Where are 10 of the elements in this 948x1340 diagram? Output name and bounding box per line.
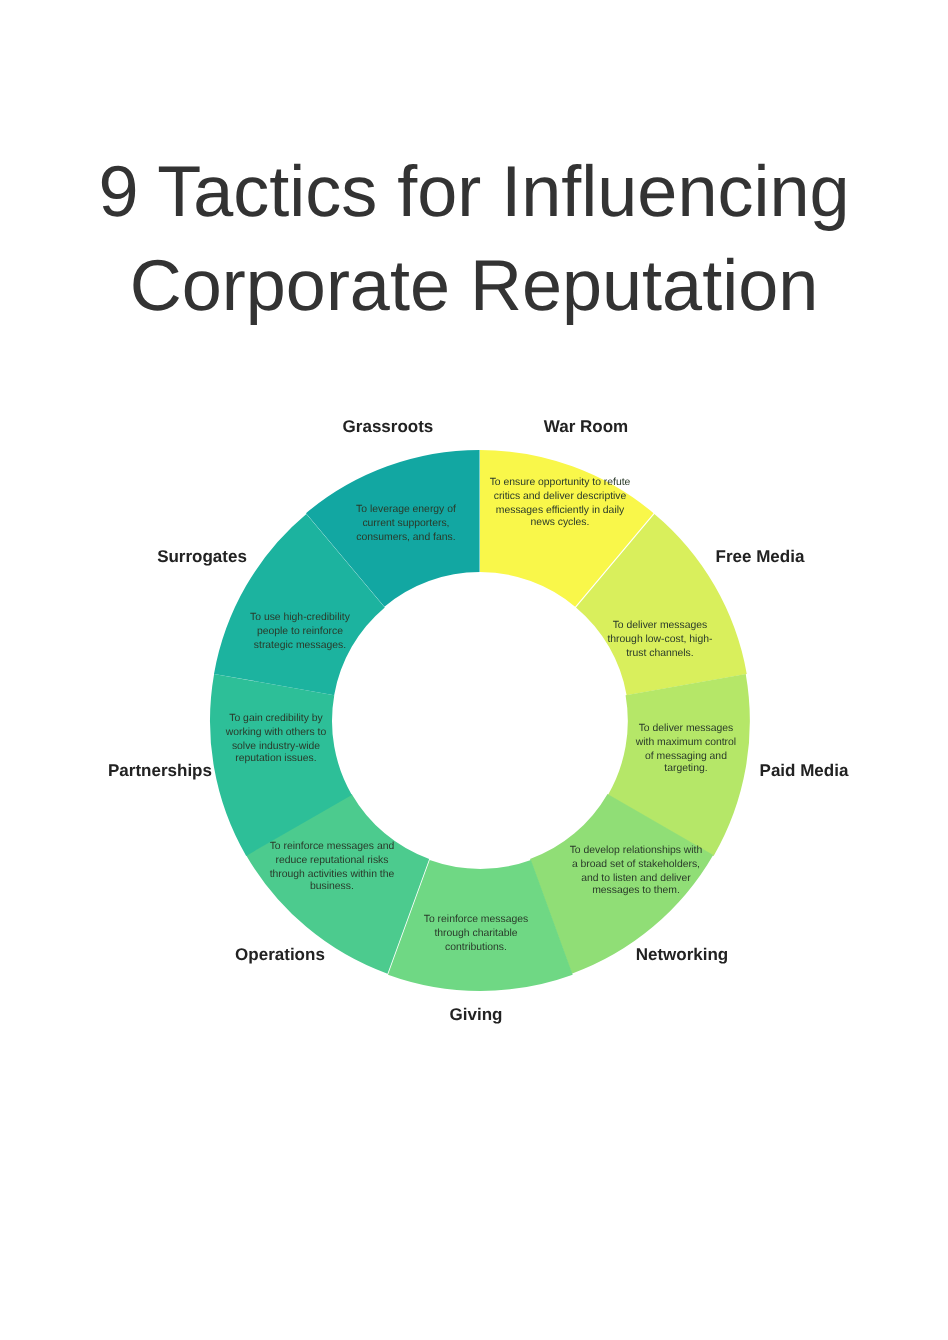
segment-label: Partnerships	[108, 759, 212, 780]
segment-label: Networking	[635, 944, 729, 964]
segment-label: Giving	[449, 1003, 503, 1024]
segment-label: War Room	[543, 416, 629, 436]
segment-label: Paid Media	[759, 759, 849, 780]
segment-label: Operations	[235, 944, 325, 964]
segment-label: Grassroots	[342, 416, 434, 436]
segment-label: Surrogates	[157, 545, 247, 566]
segment-label: Free Media	[715, 545, 805, 566]
title: 9 Tactics for Influencing Corporate Reputation	[96, 148, 852, 330]
